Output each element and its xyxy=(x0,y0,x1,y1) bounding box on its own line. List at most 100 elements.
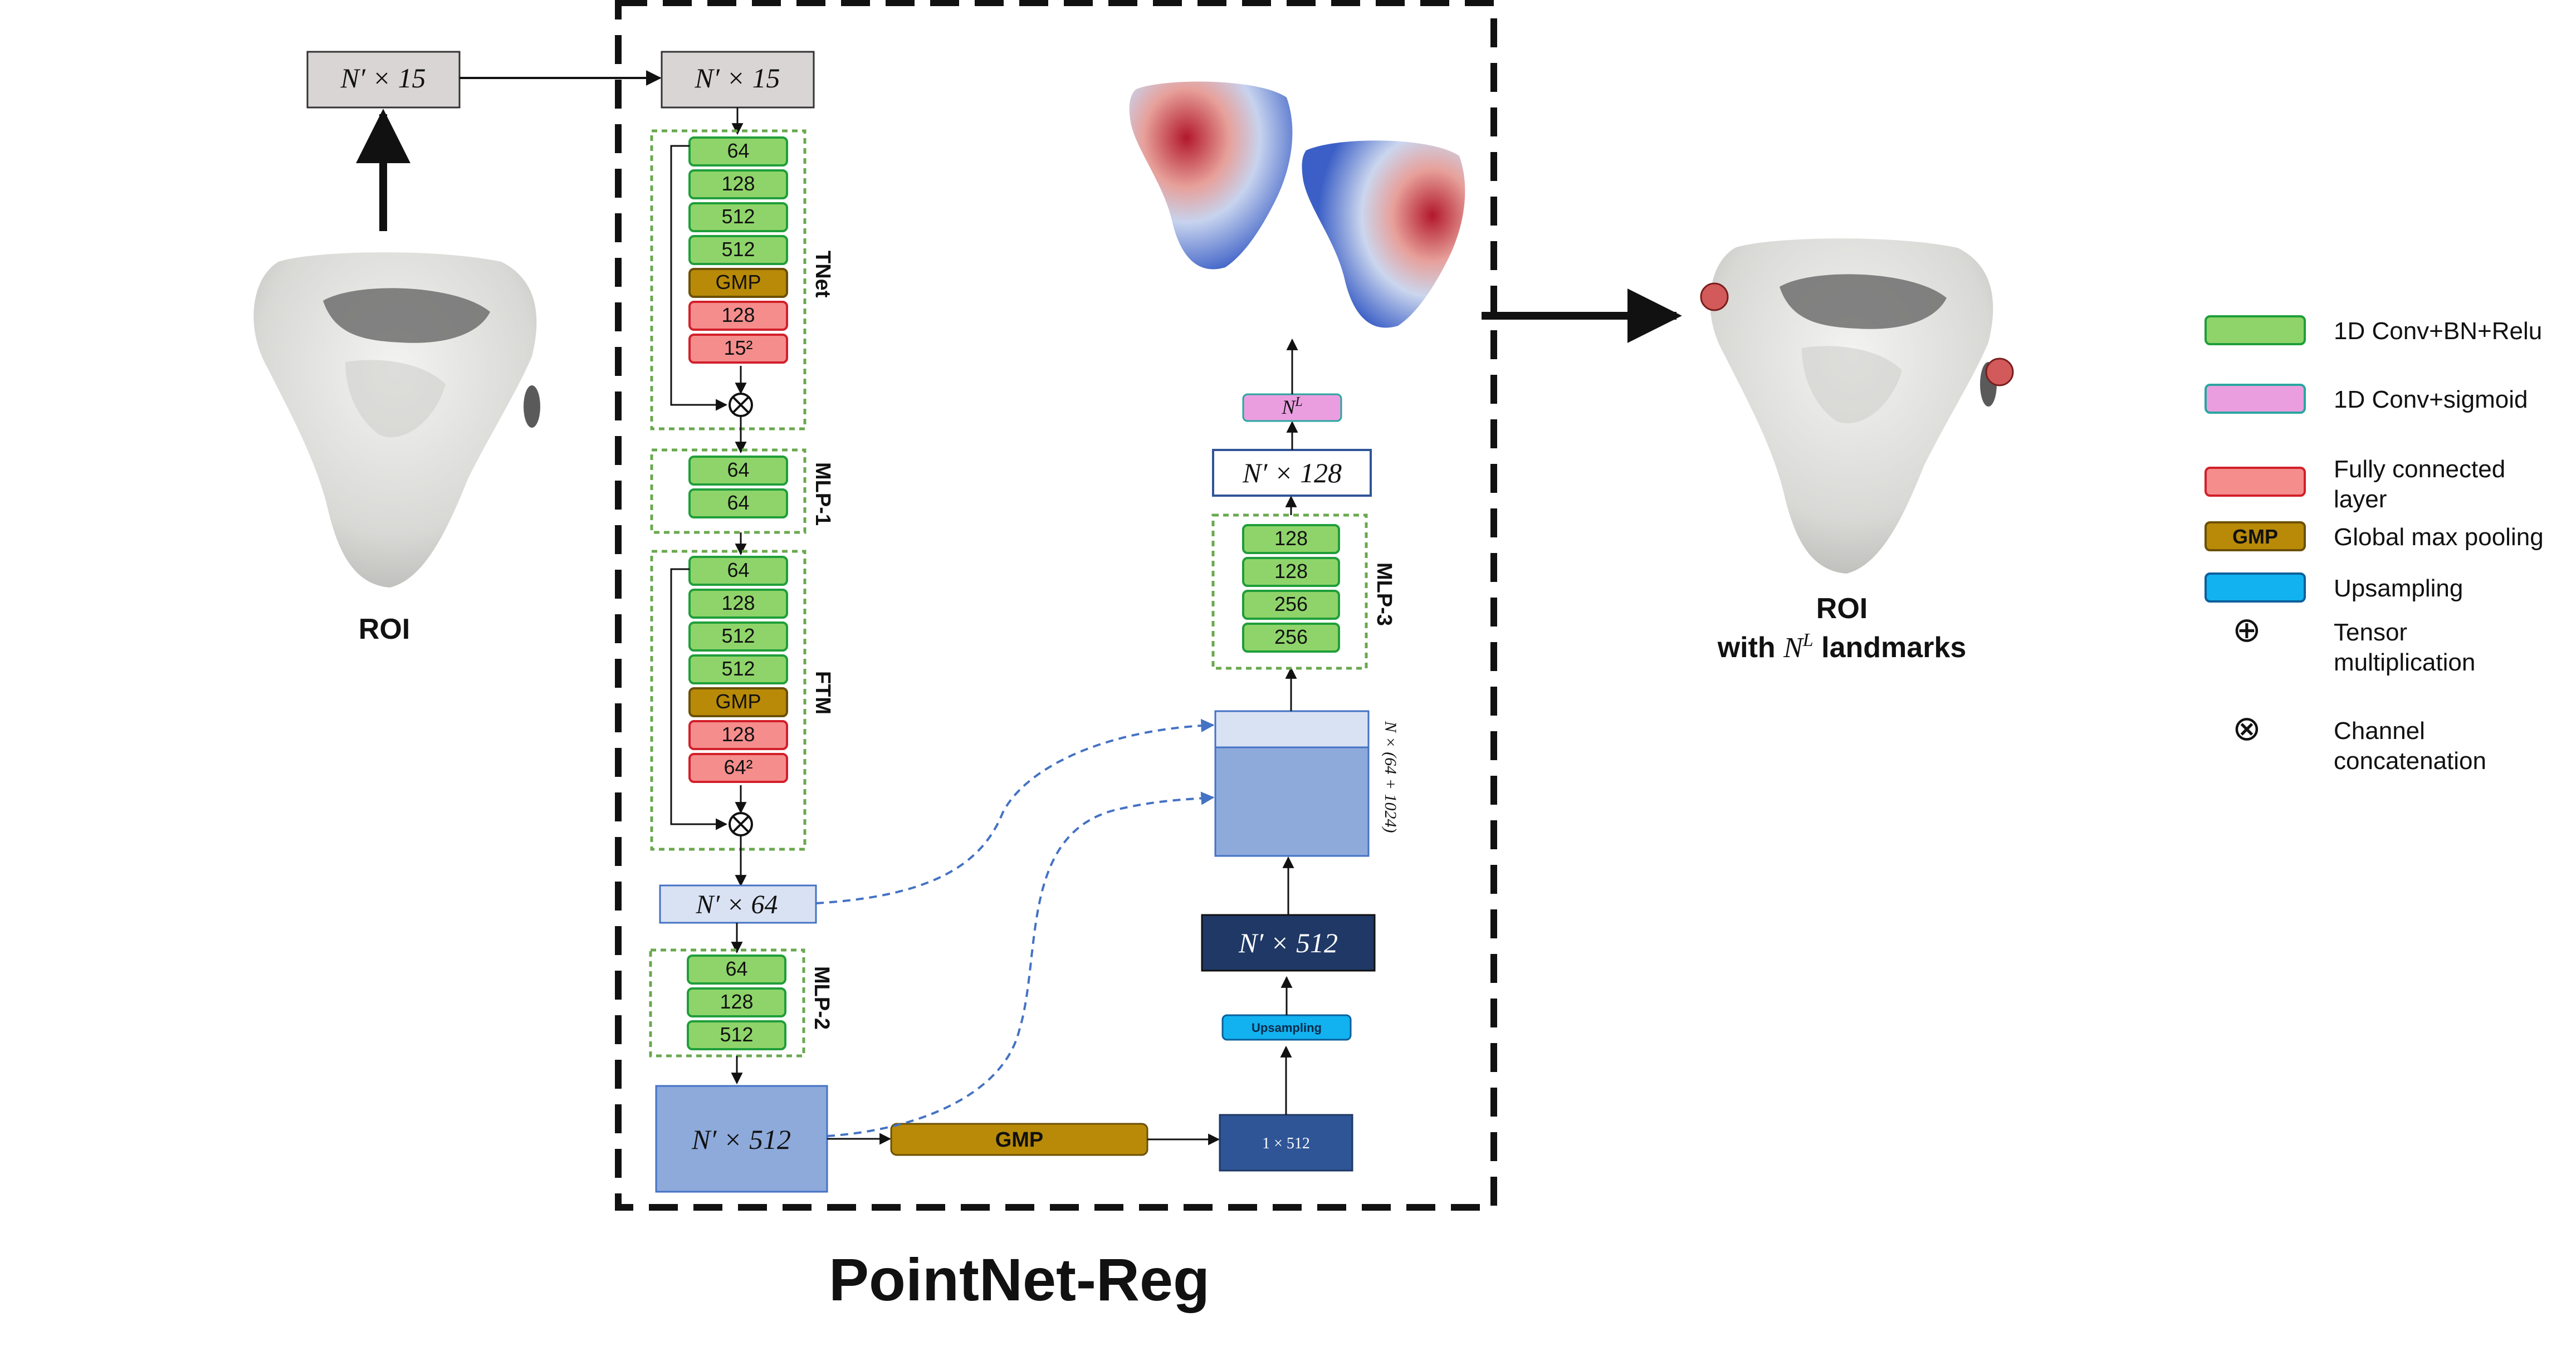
result-roi-label: ROI xyxy=(1816,593,1868,625)
legend-swatch-fc xyxy=(2204,467,2306,497)
tnet-layer-box xyxy=(688,169,788,199)
ftm-layer-label: 512 xyxy=(721,657,755,680)
legend-swatch-conv xyxy=(2204,315,2306,345)
tnet-layer-box xyxy=(688,301,788,331)
legend-swatch-gmp xyxy=(2204,521,2306,551)
input-shape-label: N′ × 15 xyxy=(340,62,426,94)
ftm-layer-label: 128 xyxy=(721,723,755,746)
ftm-layer-box xyxy=(688,621,788,652)
bottom-feature-box xyxy=(655,1085,828,1193)
feature-box xyxy=(659,884,817,924)
output-feature-label: N′ × 128 xyxy=(1242,457,1342,488)
legend-symbol: ⊗ xyxy=(2232,708,2261,748)
tnet-layer-box xyxy=(688,268,788,298)
mlp1-layer-label: 64 xyxy=(727,458,749,481)
mlp2-layer-box xyxy=(687,987,786,1017)
tnet-layer-label: 512 xyxy=(721,238,755,261)
concat-box-bottom xyxy=(1214,746,1370,857)
legend-label: 1D Conv+BN+Relu xyxy=(2334,317,2542,345)
tnet-layer-label: 128 xyxy=(721,304,755,326)
tnet-layer-label: 512 xyxy=(721,205,755,228)
tnet-group-frame xyxy=(650,129,806,430)
mlp1-group-frame xyxy=(650,448,806,534)
legend-label: Fully connected xyxy=(2334,456,2505,483)
ftm-layer-label: 512 xyxy=(721,624,755,647)
mlp3-layer-label: 128 xyxy=(1274,527,1308,550)
legend-label: 1D Conv+sigmoid xyxy=(2334,386,2528,413)
main-input-label: N′ × 15 xyxy=(694,62,780,94)
ftm-label: FTM xyxy=(811,671,834,714)
mlp3-layers: 128 128 256 256 xyxy=(1242,524,1340,653)
mlp2-layer-label: 512 xyxy=(720,1023,753,1046)
ftm-multiply-symbol xyxy=(729,812,753,836)
mlp1-layer-box xyxy=(688,456,788,486)
tnet-layer-box xyxy=(688,334,788,364)
legend-swatch-text: GMP xyxy=(2232,525,2278,548)
legend-label: concatenation xyxy=(2334,747,2486,775)
upsampling-label: Upsampling xyxy=(1252,1021,1322,1035)
legend-label: layer xyxy=(2334,486,2387,513)
output-feature-box xyxy=(1212,449,1372,497)
input-section: N′ × 15 ROI xyxy=(253,51,662,645)
mlp3-layer-label: 128 xyxy=(1274,560,1308,583)
mlp2-layer-label: 64 xyxy=(725,957,747,980)
legend-label: Upsampling xyxy=(2334,575,2463,602)
mlp1-label: MLP-1 xyxy=(811,462,834,526)
ftm-layer-box xyxy=(688,589,788,619)
tnet-layer-label: 128 xyxy=(721,172,755,195)
mlp2-layer-label: 128 xyxy=(720,990,753,1013)
skip-connection-bottom xyxy=(827,791,1215,1137)
result-bone-image xyxy=(1700,238,2014,574)
mlp2-layers: 64 128 512 xyxy=(687,955,786,1050)
gmp-bar-label: GMP xyxy=(995,1128,1044,1152)
feature-box-label: N′ × 64 xyxy=(696,890,778,919)
mlp3-layer-box xyxy=(1242,524,1340,554)
mlp3-layer-label: 256 xyxy=(1274,593,1308,615)
mlp2-label: MLP-2 xyxy=(810,966,833,1030)
ftm-layer-label: 64 xyxy=(727,559,749,581)
legend-symbol: ⊕ xyxy=(2232,609,2261,650)
upsampled-label: N′ × 512 xyxy=(1238,927,1338,958)
mlp1-layer-label: 64 xyxy=(727,491,749,514)
ftm-layer-box xyxy=(688,720,788,750)
ftm-layer-box xyxy=(688,556,788,586)
tnet-layer-box xyxy=(688,202,788,232)
mlp3-layer-box xyxy=(1242,623,1340,653)
mlp3-layer-box xyxy=(1242,557,1340,587)
concat-label: N × (64 + 1024) xyxy=(1381,721,1400,833)
result-landmarks-label: with NL landmarks xyxy=(1717,630,1967,664)
mlp3-label: MLP-3 xyxy=(1372,562,1396,626)
ftm-layer-box xyxy=(688,654,788,684)
ftm-layer-label: 128 xyxy=(721,591,755,614)
legend-swatch-up xyxy=(2204,572,2306,603)
mlp2-layer-box xyxy=(687,1020,786,1050)
landmark-point xyxy=(1985,358,2014,386)
tnet-layer-label: GMP xyxy=(715,271,761,293)
tnet-layer-label: 64 xyxy=(727,139,749,162)
mlp3-layer-label: 256 xyxy=(1274,625,1308,648)
mlp2-layer-box xyxy=(687,955,786,985)
legend-label: Channel xyxy=(2334,717,2425,745)
ftm-skip-line xyxy=(670,568,728,830)
ftm-layer-label: GMP xyxy=(715,690,761,713)
landmark-point xyxy=(1700,282,1729,311)
skip-connection-feature xyxy=(815,718,1215,904)
legend-label: Global max pooling xyxy=(2334,523,2544,551)
input-shape-box xyxy=(306,51,461,109)
upsampled-box xyxy=(1201,914,1376,972)
legend-swatch-sigmoid xyxy=(2204,384,2306,414)
roi-bone-image xyxy=(253,252,540,588)
tnet-skip-line xyxy=(670,145,728,411)
tnet-multiply-symbol xyxy=(729,393,753,417)
tnet-layer-label: 15² xyxy=(724,336,752,359)
tnet-layer-box xyxy=(688,136,788,167)
tnet-layer-box xyxy=(688,235,788,265)
roi-label: ROI xyxy=(359,613,410,645)
ftm-group-frame xyxy=(650,550,806,851)
bottom-feature-label: N′ × 512 xyxy=(691,1124,791,1155)
